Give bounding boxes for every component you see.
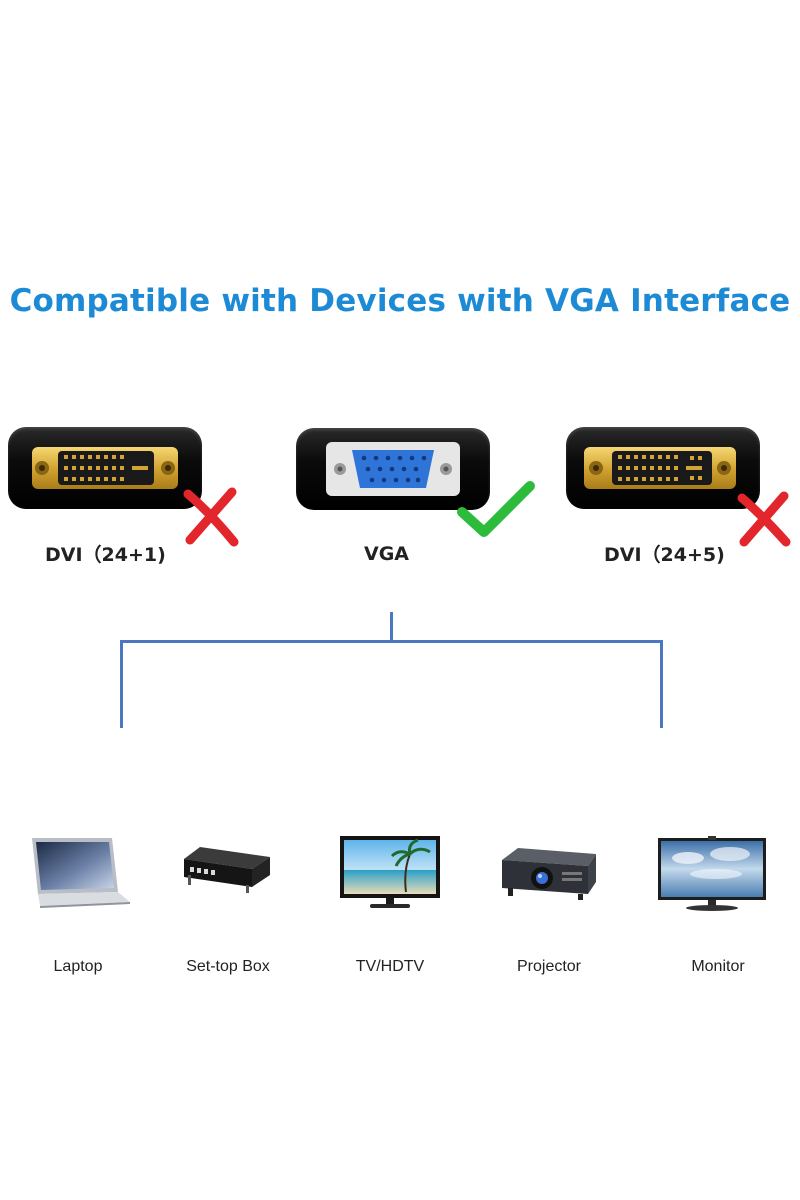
connector-stem — [390, 612, 393, 642]
page-title: Compatible with Devices with VGA Interfa… — [9, 283, 791, 319]
vga-port — [296, 428, 490, 510]
dvi-connector-icon — [32, 447, 178, 489]
green-check-icon — [457, 481, 535, 537]
device-label-tv: TV/HDTV — [355, 958, 425, 975]
laptop-icon — [32, 838, 130, 908]
device-label-set-top-box: Set-top Box — [186, 958, 270, 975]
port-label-dvi-24-1: DVI（24+1) — [45, 544, 166, 566]
red-x-icon — [183, 487, 239, 547]
device-label-laptop: Laptop — [53, 958, 103, 975]
dvi-connector-icon — [584, 447, 736, 489]
monitor-icon — [658, 836, 766, 911]
dvi-24-1-port — [8, 427, 202, 509]
projector-icon — [502, 848, 596, 900]
device-label-monitor: Monitor — [691, 958, 745, 975]
red-x-icon — [737, 491, 791, 547]
tv-icon — [340, 836, 440, 908]
set-top-box-icon — [184, 847, 270, 893]
port-label-vga: VGA — [364, 543, 410, 565]
connector-left-drop — [120, 640, 123, 728]
dvi-24-5-port — [566, 427, 760, 509]
connector-horizontal — [120, 640, 663, 643]
connector-right-drop — [660, 640, 663, 728]
vga-connector-icon — [326, 442, 460, 496]
device-label-projector: Projector — [516, 958, 582, 975]
port-label-dvi-24-5: DVI（24+5) — [604, 544, 725, 566]
